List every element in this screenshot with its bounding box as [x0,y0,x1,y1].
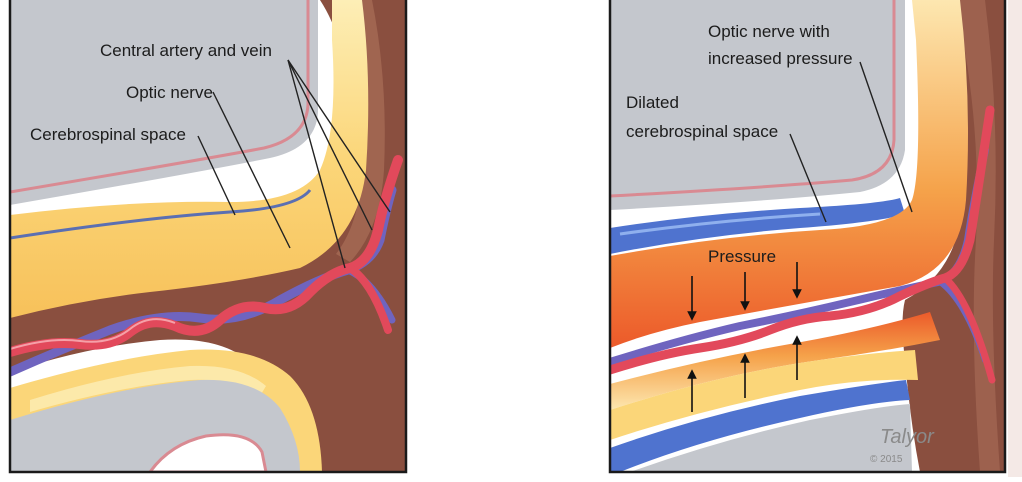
pressure-arrows-up [687,335,802,412]
label-pressure: Pressure [708,247,776,266]
leader-optic-nerve [212,91,291,249]
right-panel-frame [608,0,1007,474]
label-dilated-line1: Dilated [626,93,679,112]
label-optic-nerve: Optic nerve [126,83,213,102]
artist-signature: Talyor [880,426,935,448]
left-lower-bone-inner [148,433,268,472]
right-optic-nerve-pressure [610,0,968,348]
label-cerebrospinal-space: Cerebrospinal space [30,125,186,144]
left-panel-frame [8,0,408,474]
right-csf-upper [610,198,905,254]
right-lower-nerve-yellow [610,350,918,440]
left-panel: Central artery and vein Optic nerve Cere… [10,0,406,472]
right-panel: Optic nerve with increased pressure Dila… [610,0,1005,472]
left-leader-lines [197,59,391,269]
label-nerve-pressure-line2: increased pressure [708,49,853,68]
copyright-text: © 2015 [870,454,903,465]
left-dura-highlight [336,0,385,262]
right-upper-bone [610,0,905,210]
left-lower-nerve-light [30,365,266,412]
left-central-artery [10,155,403,357]
leader-csf-space [197,135,236,216]
label-dilated-line2: cerebrospinal space [626,122,778,141]
right-csf-upper-light [619,212,821,236]
leader-artery-vein-1 [287,59,373,231]
right-artery-branch [941,274,996,384]
label-central-artery-vein: Central artery and vein [100,41,272,60]
right-upper-bone-edge [610,0,896,198]
left-upper-bone [10,0,318,205]
leader-artery-vein-3 [287,59,346,269]
right-leader-lines [789,61,913,223]
left-optic-nerve [10,0,369,318]
label-nerve-pressure-line1: Optic nerve with [708,22,830,41]
leader-dilated-csf [789,133,827,223]
pressure-arrows-down [687,262,802,321]
right-central-artery [610,105,995,375]
right-lower-bone [630,404,912,472]
left-artery-highlight [10,318,176,350]
leader-nerve-pressure [859,61,913,213]
left-artery-branch [346,264,392,334]
left-csf-line [10,188,312,240]
leader-artery-vein-2 [287,59,391,213]
right-edge-strip [1008,0,1022,477]
right-csf-lower [610,380,910,472]
left-dura-sheath [10,0,406,472]
